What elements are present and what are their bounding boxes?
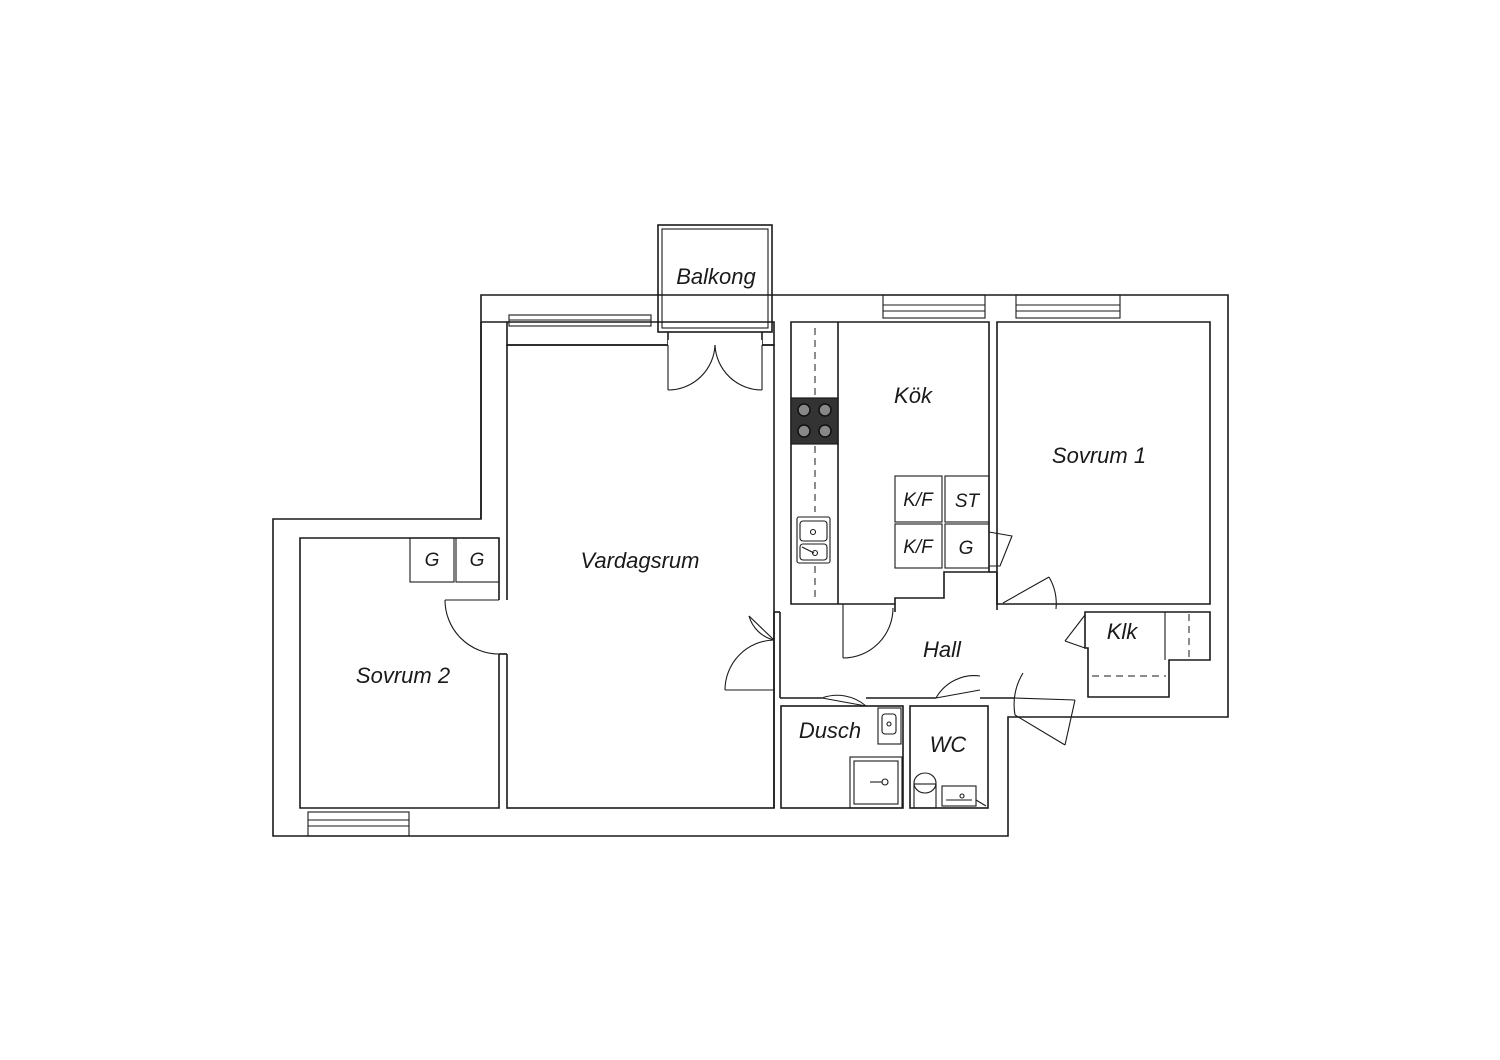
label-wc: WC: [930, 732, 967, 757]
label-g-bedroom-right: G: [470, 550, 485, 571]
label-g-kitchen: G: [959, 538, 974, 559]
label-sovrum1: Sovrum 1: [1052, 443, 1146, 468]
window-bedroom1-top: [1015, 294, 1121, 319]
label-kf-lower: K/F: [903, 537, 934, 558]
kitchen-sink: [796, 516, 831, 564]
hall-walls: [773, 604, 1015, 808]
bedroom2-door: [444, 599, 510, 655]
kitchen-appliances: [894, 475, 1013, 569]
kitchen-walls: [790, 321, 990, 605]
entrance-door: [724, 615, 775, 691]
window-bedroom2-bottom: [307, 811, 410, 837]
kitchen-door: [842, 604, 894, 659]
appliance-labels: K/F ST K/F G G G: [425, 490, 981, 571]
label-klk: Klk: [1107, 619, 1139, 644]
bedroom1-door: [1002, 576, 1057, 610]
label-dusch: Dusch: [799, 718, 861, 743]
wc-room: [909, 675, 989, 809]
hall-right-door: [1013, 672, 1076, 746]
balcony-door: [667, 340, 763, 391]
stove: [790, 397, 839, 445]
label-balkong: Balkong: [676, 264, 756, 289]
label-kok: Kök: [894, 383, 933, 408]
window-living-top: [508, 314, 652, 327]
label-sovrum2: Sovrum 2: [356, 663, 450, 688]
bedroom1-walls: [989, 321, 1211, 610]
window-kitchen-top: [882, 294, 986, 319]
outer-walls: [272, 294, 1229, 837]
closet: [1064, 611, 1211, 698]
label-vardagsrum: Vardagsrum: [580, 548, 699, 573]
label-kf-upper: K/F: [903, 490, 934, 511]
windows: [307, 294, 1121, 837]
label-hall: Hall: [923, 637, 962, 662]
room-labels: Balkong Kök Sovrum 1 Vardagsrum Sovrum 2…: [356, 264, 1146, 757]
label-st: ST: [955, 491, 981, 512]
bedroom2-wardrobes: [409, 537, 500, 583]
label-g-bedroom-left: G: [425, 550, 440, 571]
balcony: [657, 224, 773, 345]
shower-room: [780, 694, 904, 809]
